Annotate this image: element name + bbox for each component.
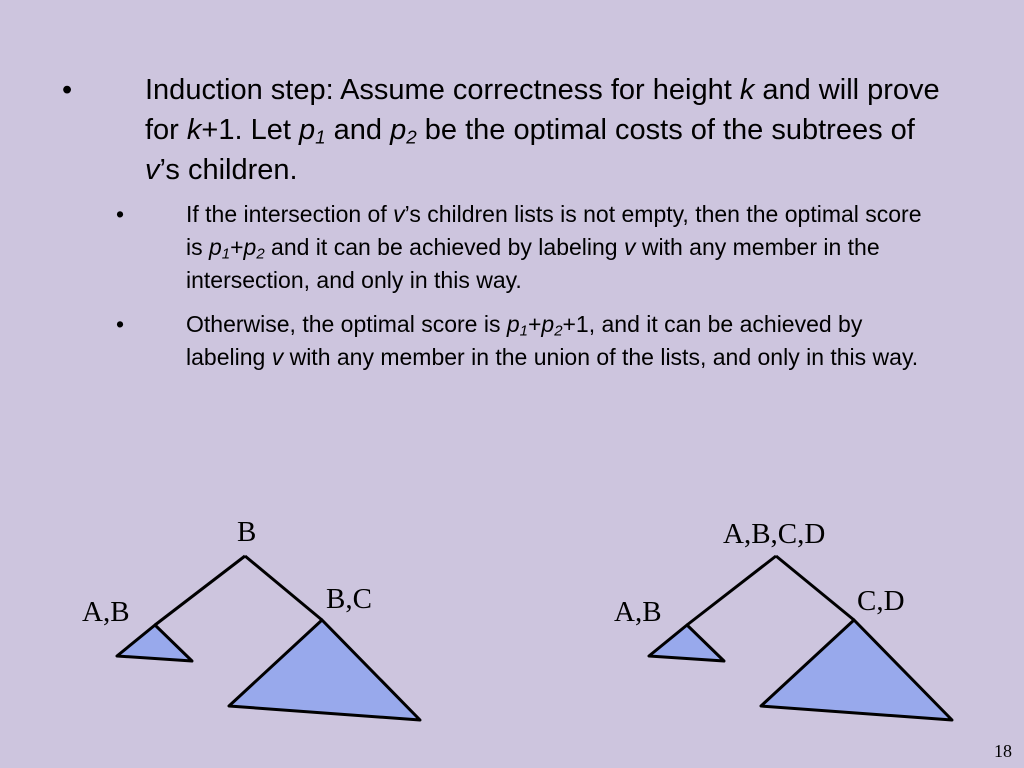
main-bullet: • Induction step: Assume correctness for…: [62, 70, 942, 190]
edge-right: [244, 554, 323, 622]
node-label-right: C,D: [857, 585, 905, 617]
sub-bullet-intersection: • If the intersection of v’s children li…: [116, 198, 936, 297]
sub-bullet-text: If the intersection of v’s children list…: [186, 201, 922, 293]
subtree-triangle-small: [647, 623, 726, 663]
subtree-triangle-large: [759, 618, 954, 722]
node-label-left: A,B: [82, 596, 130, 628]
edge-left: [154, 554, 246, 627]
tree-left: B A,B B,C: [82, 516, 422, 722]
node-label-left: A,B: [614, 596, 662, 628]
node-label-root: A,B,C,D: [723, 518, 825, 550]
page-number: 18: [994, 741, 1012, 761]
sub-bullet-marker: •: [116, 201, 125, 227]
edge-left: [686, 554, 777, 627]
bullet-marker: •: [62, 74, 73, 106]
node-label-root: B: [237, 516, 256, 548]
edge-right: [775, 554, 855, 622]
node-label-right: B,C: [326, 583, 372, 615]
tree-right: A,B,C,D A,B C,D: [614, 518, 954, 722]
sub-bullet-text: Otherwise, the optimal score is p1+p2+1,…: [186, 311, 919, 370]
sub-bullet-otherwise: • Otherwise, the optimal score is p1+p2+…: [116, 308, 936, 374]
sub-bullet-marker: •: [116, 311, 125, 337]
main-bullet-text: Induction step: Assume correctness for h…: [145, 74, 940, 186]
subtree-triangle-large: [227, 618, 422, 722]
subtree-triangle-small: [115, 623, 194, 663]
